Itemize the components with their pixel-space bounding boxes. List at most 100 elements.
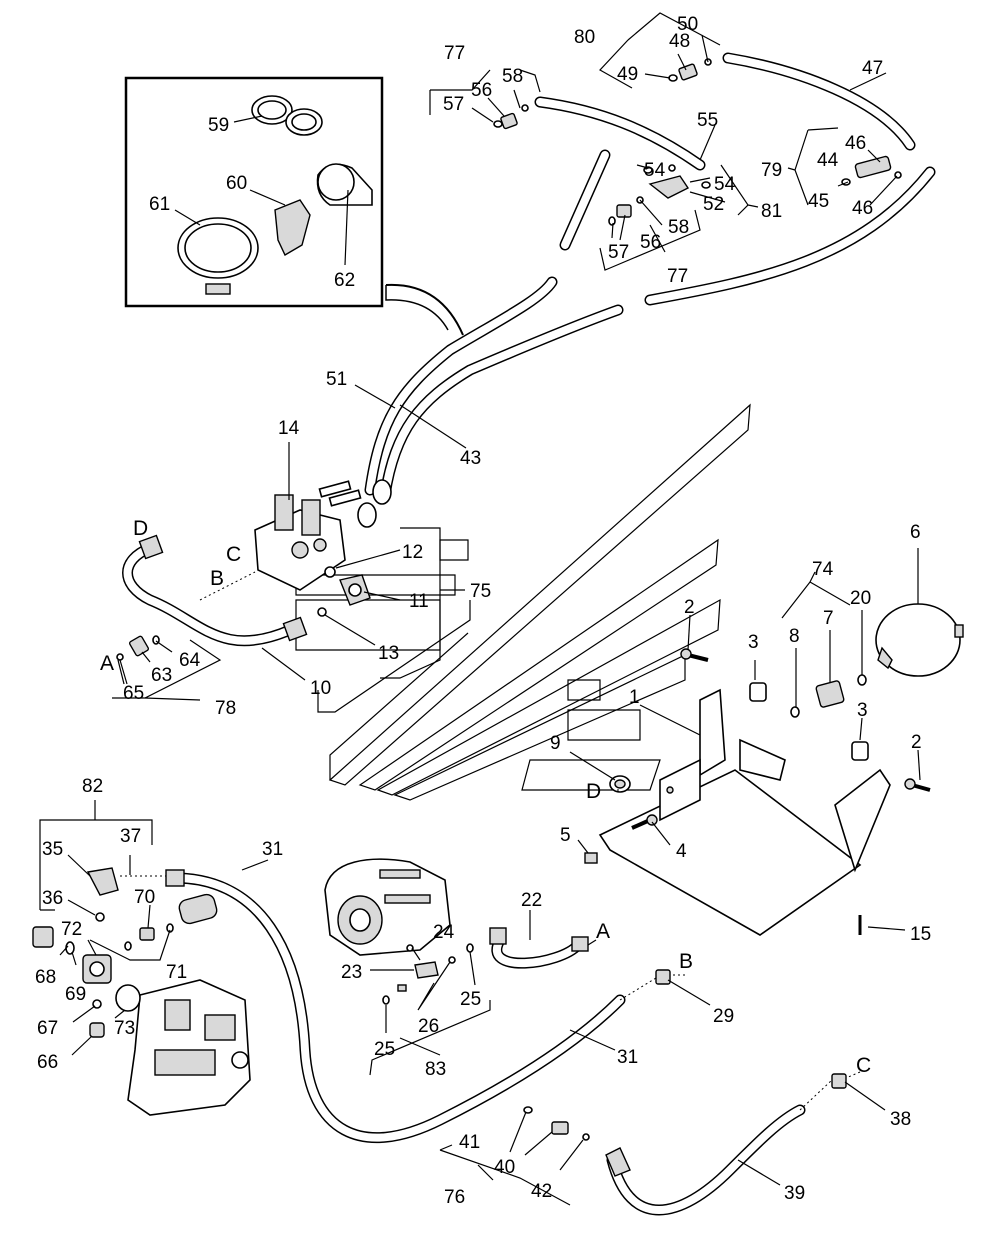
callout-13: 13 xyxy=(378,643,399,664)
fittings-cluster-81-77 xyxy=(608,164,711,226)
hose-39 xyxy=(605,1104,806,1216)
tube-10 xyxy=(122,534,308,647)
callout-58b: 58 xyxy=(668,217,689,238)
accumulator-6 xyxy=(875,603,964,677)
callout-56a: 56 xyxy=(471,80,492,101)
callout-83: 83 xyxy=(425,1059,446,1080)
callout-25a: 25 xyxy=(460,989,481,1010)
callout-55: 55 xyxy=(697,110,718,131)
callout-78: 78 xyxy=(215,698,236,719)
callout-77a: 77 xyxy=(444,43,465,64)
callout-47: 47 xyxy=(862,58,883,79)
callout-51: 51 xyxy=(326,369,347,390)
callout-20: 20 xyxy=(850,588,871,609)
hose-47 xyxy=(722,52,916,151)
callout-10: 10 xyxy=(310,678,331,699)
callout-54a: 54 xyxy=(644,160,666,181)
callout-59: 59 xyxy=(208,115,229,136)
bolt-4 xyxy=(631,814,658,830)
leader-lines xyxy=(39,12,921,1206)
callout-61: 61 xyxy=(149,194,170,215)
callout-58a: 58 xyxy=(502,66,523,87)
callout-8: 8 xyxy=(789,626,800,647)
o-ring-36 xyxy=(95,912,105,922)
hose-upper-right xyxy=(644,166,936,306)
o-ring-8 xyxy=(790,706,800,718)
callout-46b: 46 xyxy=(852,198,873,219)
fittings-cluster-80 xyxy=(668,58,712,82)
callout-22: 22 xyxy=(521,890,542,911)
connector-a-right: A xyxy=(596,920,610,943)
callout-44: 44 xyxy=(817,150,839,171)
fitting-7 xyxy=(815,680,845,708)
plug-66 xyxy=(89,1022,105,1038)
callout-7: 7 xyxy=(823,608,834,629)
fitting-40 xyxy=(551,1121,569,1135)
callout-56b: 56 xyxy=(640,232,661,253)
callout-67: 67 xyxy=(37,1018,58,1039)
fittings-cluster-77-top xyxy=(493,104,529,130)
callout-25b: 25 xyxy=(374,1039,395,1060)
callout-31a: 31 xyxy=(262,839,283,860)
hose-diag-54 xyxy=(559,149,611,251)
callout-labels: 1 2 2 3 3 4 5 6 7 8 9 10 11 12 13 14 15 … xyxy=(35,14,931,1208)
callout-82: 82 xyxy=(82,776,103,797)
callout-40: 40 xyxy=(494,1157,515,1178)
callout-43: 43 xyxy=(460,448,481,469)
fitting-38 xyxy=(831,1073,847,1089)
connector-c-left: C xyxy=(226,543,241,566)
callout-45: 45 xyxy=(808,191,829,212)
callout-37: 37 xyxy=(120,826,141,847)
connector-d-right: D xyxy=(586,780,601,803)
callout-2a: 2 xyxy=(684,597,695,618)
hose-31 xyxy=(120,869,626,1144)
connector-labels: A A B B C C D D xyxy=(100,517,871,1077)
callout-12: 12 xyxy=(402,542,423,563)
callout-2b: 2 xyxy=(911,732,922,753)
callout-42: 42 xyxy=(531,1181,552,1202)
fitting-72 xyxy=(82,954,112,984)
callout-54b: 54 xyxy=(714,174,736,195)
callout-23: 23 xyxy=(341,962,362,983)
hose-clamp-61 xyxy=(177,217,259,295)
spacer-3b xyxy=(851,741,869,761)
callout-76: 76 xyxy=(444,1187,465,1208)
hose-clamp-62 xyxy=(316,163,373,206)
callout-49: 49 xyxy=(617,64,638,85)
callout-69: 69 xyxy=(65,984,86,1005)
callout-71: 71 xyxy=(166,962,187,983)
callout-70: 70 xyxy=(134,887,155,908)
hose-clamp-59 xyxy=(251,95,323,136)
callout-50: 50 xyxy=(677,14,698,35)
o-ring-12 xyxy=(324,566,336,578)
callout-73: 73 xyxy=(114,1018,135,1039)
callout-15: 15 xyxy=(910,924,931,945)
fitting-70 xyxy=(139,927,155,941)
frame-outline xyxy=(295,403,751,801)
connector-a-left: A xyxy=(100,652,114,675)
callout-35: 35 xyxy=(42,839,63,860)
valve-body-bottom-left xyxy=(127,979,251,1116)
callout-39: 39 xyxy=(784,1183,805,1204)
o-ring-73 xyxy=(115,984,141,1012)
callout-66: 66 xyxy=(37,1052,58,1073)
callout-24: 24 xyxy=(433,922,455,943)
callout-57b: 57 xyxy=(608,242,629,263)
control-valve-14 xyxy=(254,479,392,591)
callout-46a: 46 xyxy=(845,133,866,154)
callout-26: 26 xyxy=(418,1016,439,1037)
callout-4: 4 xyxy=(676,841,687,862)
bolt-2b xyxy=(904,778,931,792)
clamp-bracket-60 xyxy=(274,199,311,256)
callout-65: 65 xyxy=(123,683,144,704)
connector-d-left: D xyxy=(133,517,148,540)
callout-57a: 57 xyxy=(443,94,464,115)
callout-9: 9 xyxy=(550,733,561,754)
callout-74: 74 xyxy=(812,559,834,580)
callout-79: 79 xyxy=(761,160,782,181)
callout-63: 63 xyxy=(151,665,172,686)
mounting-plate-1 xyxy=(598,688,891,936)
o-ring-13 xyxy=(317,607,327,617)
callout-29: 29 xyxy=(713,1006,734,1027)
callout-64: 64 xyxy=(179,650,201,671)
